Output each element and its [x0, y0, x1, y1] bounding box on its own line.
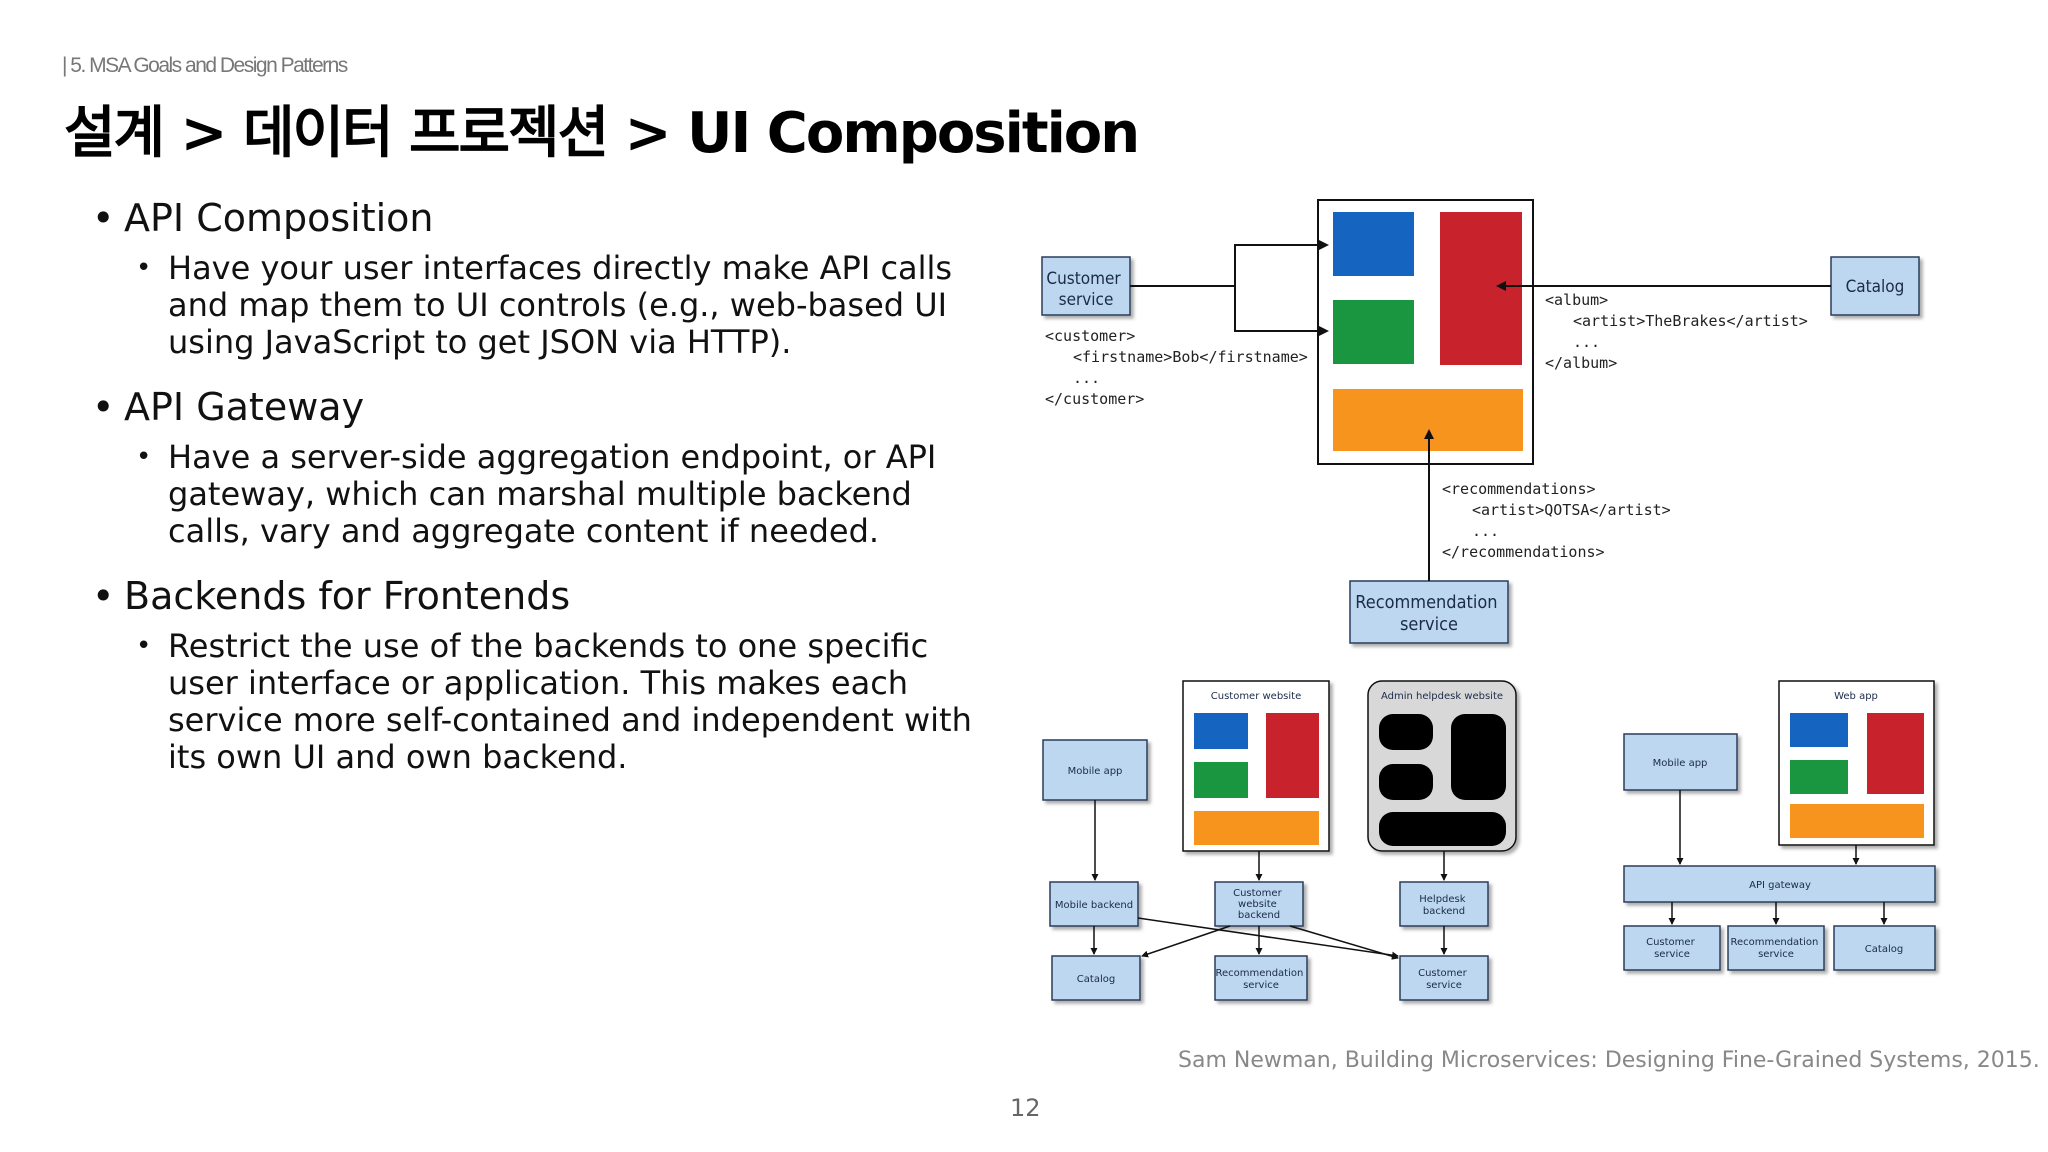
web-app-label: Web app — [1834, 691, 1878, 702]
blue-widget — [1333, 212, 1414, 276]
api-gateway-diagram: Web app Mobile app API gateway Customer … — [1623, 680, 1936, 971]
bff-recommendation-service-box — [1214, 955, 1308, 1001]
bff-mobile-app-box — [1042, 739, 1148, 801]
blue-widget — [1194, 713, 1248, 749]
customer-website-backend-box — [1214, 881, 1304, 927]
bullet-api-composition: API Composition — [90, 196, 990, 240]
bff-catalog-box — [1051, 955, 1141, 1001]
catalog-label: Catalog — [1846, 277, 1905, 297]
bullet-api-gateway: API Gateway — [90, 385, 990, 429]
gateway-catalog-box — [1833, 925, 1936, 971]
bff-diagram: Customer website Admin helpdesk website … — [1042, 680, 1517, 1001]
citation-caption: Sam Newman, Building Microservices: Desi… — [1178, 1048, 2040, 1073]
gateway-mobile-app-label: Mobile app — [1653, 758, 1708, 769]
red-widget — [1266, 713, 1319, 798]
bullet-list: API Composition Have your user interface… — [90, 196, 990, 800]
customer-service-box — [1041, 256, 1131, 316]
sub-bullet-api-composition: Have your user interfaces directly make … — [90, 250, 990, 361]
sub-bullet-backends-for-frontends: Restrict the use of the backends to one … — [90, 628, 990, 776]
green-widget — [1790, 760, 1848, 794]
slide-title: 설계 > 데이터 프로젝션 > UI Composition — [64, 101, 1140, 166]
gateway-customer-service-label: Customer service — [1646, 937, 1698, 960]
recommendation-service-label: Recommendation service — [1355, 592, 1502, 635]
bff-catalog-label: Catalog — [1077, 974, 1115, 985]
api-gateway-box — [1623, 865, 1936, 903]
green-widget — [1194, 762, 1248, 798]
orange-widget — [1790, 804, 1924, 838]
sub-bullet-api-gateway: Have a server-side aggregation endpoint,… — [90, 439, 990, 550]
red-widget — [1440, 212, 1522, 365]
mobile-backend-label: Mobile backend — [1055, 900, 1133, 911]
catalog-box — [1830, 256, 1920, 316]
page-number: 12 — [1010, 1094, 1041, 1122]
bff-customer-service-box — [1399, 955, 1489, 1001]
gateway-recommendation-service-label: Recommendation service — [1730, 937, 1821, 960]
orange-widget — [1194, 811, 1319, 845]
api-gateway-label: API gateway — [1749, 880, 1811, 891]
ui-composition-diagram: Customer service Catalog Recommendation … — [1041, 199, 1920, 644]
admin-helpdesk-website-label: Admin helpdesk website — [1381, 691, 1503, 702]
gateway-mobile-app-box — [1623, 733, 1738, 791]
section-label: | 5. MSA Goals and Design Patterns — [62, 54, 348, 77]
bff-customer-service-label: Customer service — [1418, 968, 1470, 991]
bff-recommendation-service-label: Recommendation service — [1215, 968, 1306, 991]
album-xml: <album> <artist>TheBrakes</artist> ... <… — [1545, 291, 1817, 372]
customer-website-label: Customer website — [1211, 691, 1302, 702]
helpdesk-backend-label: Helpdesk backend — [1419, 894, 1469, 917]
green-widget — [1333, 300, 1414, 364]
bff-mobile-app-label: Mobile app — [1068, 766, 1123, 777]
bullet-backends-for-frontends: Backends for Frontends — [90, 574, 990, 618]
recommendations-xml: <recommendations> <artist>QOTSA</artist>… — [1442, 480, 1680, 561]
gateway-customer-service-box — [1623, 925, 1721, 971]
customer-xml: <customer> <firstname>Bob</firstname> ..… — [1045, 327, 1317, 408]
helpdesk-backend-box — [1399, 881, 1489, 927]
customer-website-backend-label: Customer website backend — [1233, 888, 1285, 921]
blue-widget — [1790, 713, 1848, 747]
customer-service-label: Customer service — [1046, 269, 1125, 310]
gateway-recommendation-service-box — [1727, 925, 1825, 971]
mobile-backend-box — [1049, 881, 1139, 927]
gateway-catalog-label: Catalog — [1865, 944, 1903, 955]
red-widget — [1867, 713, 1924, 794]
